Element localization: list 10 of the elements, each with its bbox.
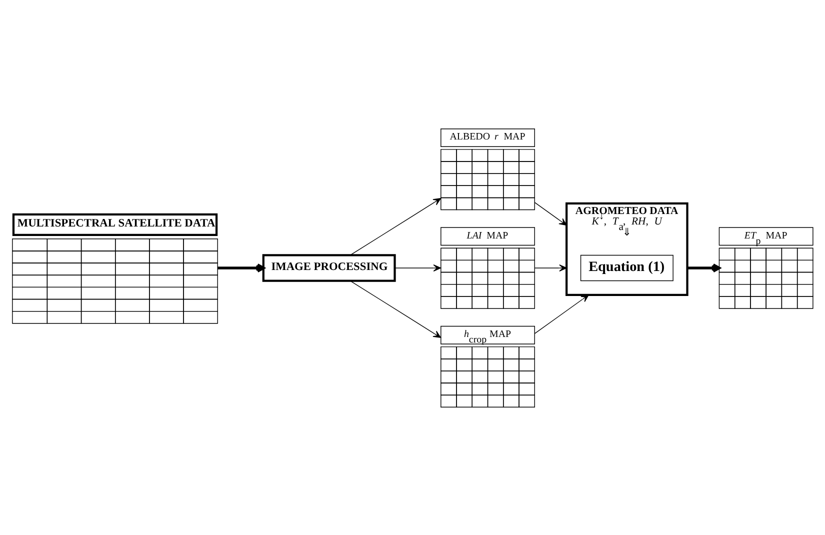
arrow xyxy=(350,280,442,338)
arrow xyxy=(218,262,265,272)
arrow xyxy=(534,202,567,226)
node-box: Equation (1) xyxy=(580,254,674,281)
arrow xyxy=(534,264,567,272)
node-box: IMAGE PROCESSING xyxy=(262,254,396,282)
arrow xyxy=(350,198,442,255)
arrow xyxy=(534,294,589,334)
arrow xyxy=(394,264,442,272)
arrow xyxy=(687,262,720,272)
